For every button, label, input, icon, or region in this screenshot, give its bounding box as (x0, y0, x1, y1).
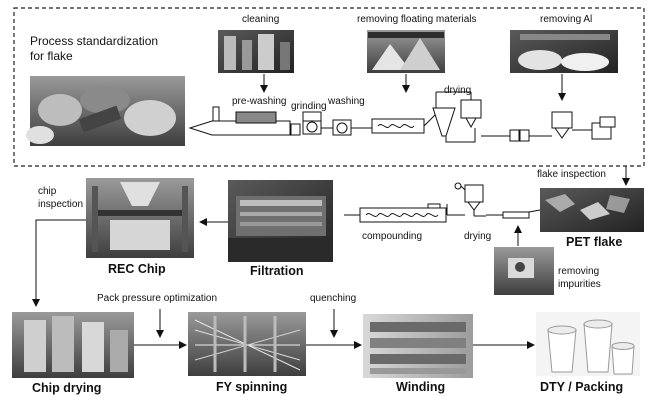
drying-top-label: drying (444, 86, 471, 96)
removing-impurities-line1: removing (558, 266, 599, 277)
pet-flake-photo (540, 188, 644, 232)
cleaning-photo (218, 30, 294, 73)
rec-chip-photo (86, 178, 194, 258)
fy-spinning-label: FY spinning (216, 381, 287, 394)
bottles-photo (26, 76, 185, 146)
rec-chip-label: REC Chip (108, 263, 166, 276)
title-line2: for flake (30, 49, 73, 63)
chip-drying-photo (12, 312, 134, 378)
winding-photo (363, 314, 473, 378)
removing-impurities-line2: impurities (558, 279, 601, 290)
filtration-photo (228, 180, 333, 262)
compounding-line (344, 183, 540, 222)
winding-label: Winding (396, 381, 445, 394)
chip-inspection-line1: chip (38, 186, 56, 197)
pack-pressure-label: Pack pressure optimization (97, 294, 217, 304)
chip-inspection-label: chip inspection (38, 186, 83, 211)
chip-inspection-line2: inspection (38, 199, 83, 210)
title-line1: Process standardization (30, 34, 158, 48)
compounding-label: compounding (362, 232, 422, 242)
quenching-label: quenching (310, 294, 356, 304)
flake-inspection-label: flake inspection (537, 170, 606, 180)
removing-impurities-label: removing impurities (558, 266, 601, 291)
grinding-label: grinding (291, 102, 327, 112)
drying-mid-label: drying (464, 232, 491, 242)
pre-washing-label: pre-washing (232, 97, 286, 107)
removing-al-photo (510, 30, 618, 73)
fy-spinning-photo (188, 312, 306, 376)
cleaning-label: cleaning (242, 15, 279, 25)
filtration-label: Filtration (250, 265, 303, 278)
removing-al-label: removing Al (540, 15, 592, 25)
removing-floating-photo (367, 30, 445, 73)
dty-packing-label: DTY / Packing (540, 381, 623, 394)
removing-impurities-photo (494, 247, 554, 295)
dty-packing-photo (536, 312, 640, 376)
chip-drying-label: Chip drying (32, 382, 101, 395)
flake-standardization-title: Process standardization for flake (30, 34, 190, 64)
washing-label: washing (328, 97, 365, 107)
pet-flake-label: PET flake (566, 236, 622, 249)
removing-floating-label: removing floating materials (357, 15, 477, 25)
